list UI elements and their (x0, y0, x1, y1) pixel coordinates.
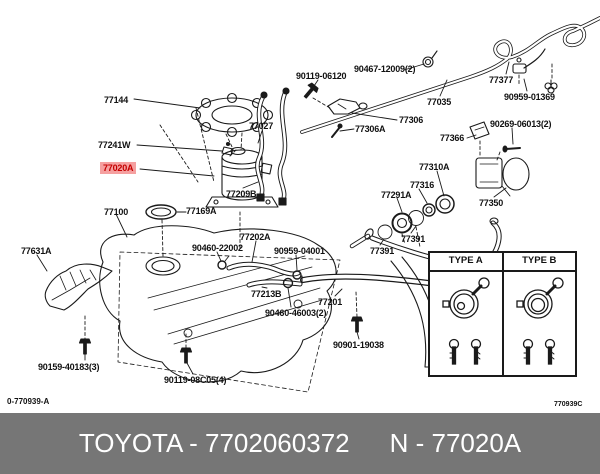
part-label-90119-08c05[interactable]: 90119-08C05(4) (164, 375, 227, 385)
part-label-77306[interactable]: 77306 (399, 115, 424, 125)
figure-code: 770939C (554, 401, 583, 408)
footer-part-number-bar: TOYOTA - 7702060372 N - 77020A (0, 413, 600, 474)
footer-part-reference: N - 77020A (389, 428, 522, 458)
type-b-cap-and-keys-illustration (516, 277, 564, 365)
part-label-77020a-highlighted[interactable]: 77020A (100, 162, 137, 174)
breather-pipes-drawing (255, 87, 290, 206)
assembly-guide-lines (84, 63, 553, 350)
part-label-77377[interactable]: 77377 (489, 75, 514, 85)
part-label-77201[interactable]: 77201 (318, 297, 343, 307)
footer-catalog-number: TOYOTA - 7702060372 (78, 428, 350, 458)
part-label-77631a[interactable]: 77631A (21, 246, 52, 256)
part-label-90460-46003[interactable]: 90460-46003(2) (265, 308, 327, 318)
fuel-tank-drawing (99, 225, 341, 393)
part-label-77366[interactable]: 77366 (440, 133, 465, 143)
part-label-90959-01369[interactable]: 90959-01369 (504, 92, 555, 102)
fuel-hose-drawing (300, 16, 600, 134)
part-label-90159-40183[interactable]: 90159-40183(3) (38, 362, 100, 372)
part-label-77027[interactable]: 77027 (249, 121, 274, 131)
hose-clamp-drawing (422, 50, 438, 68)
cap-type-comparison-box: TYPE A TYPE B (428, 251, 577, 377)
fuel-hoses-drawing (217, 255, 303, 289)
pump-gasket-drawing (145, 204, 177, 220)
part-label-90959-04001[interactable]: 90959-04001 (274, 246, 325, 256)
tank-protector-drawing (44, 263, 113, 311)
type-a-cell (430, 272, 504, 375)
label-leader-lines (36, 61, 528, 375)
part-label-77310a[interactable]: 77310A (419, 162, 450, 172)
fuel-tube-clip-drawing (221, 141, 234, 156)
part-label-77100[interactable]: 77100 (104, 207, 129, 217)
tube-bracket-drawing (327, 98, 368, 138)
filler-neck-top-drawing (469, 121, 530, 197)
part-label-77241w[interactable]: 77241W (98, 140, 131, 150)
part-label-77391-1[interactable]: 77391 (401, 234, 426, 244)
drawing-code: 0-770939-A (7, 397, 50, 406)
part-label-90901-19038[interactable]: 90901-19038 (333, 340, 384, 350)
part-label-77306a[interactable]: 77306A (355, 124, 386, 134)
part-label-77202a[interactable]: 77202A (240, 232, 271, 242)
check-valve-drawing (512, 57, 558, 94)
part-label-77169a[interactable]: 77169A (186, 206, 217, 216)
part-label-90269-06013[interactable]: 90269-06013(2) (490, 119, 552, 129)
filler-pipe-rings-drawing (349, 194, 455, 249)
part-label-77213b[interactable]: 77213B (251, 289, 282, 299)
part-label-77350[interactable]: 77350 (479, 198, 504, 208)
part-label-77144[interactable]: 77144 (104, 95, 129, 105)
part-label-77209b[interactable]: 77209B (226, 189, 257, 199)
fuel-pump-plate-drawing (190, 92, 274, 138)
part-label-77316[interactable]: 77316 (410, 180, 435, 190)
part-label-77391-2[interactable]: 77391 (370, 246, 395, 256)
type-a-cap-and-keys-illustration (442, 277, 490, 365)
part-label-77291a[interactable]: 77291A (381, 190, 412, 200)
part-label-77035[interactable]: 77035 (427, 97, 452, 107)
part-label-90460-22002[interactable]: 90460-22002 (192, 243, 243, 253)
part-label-90119-06120[interactable]: 90119-06120 (296, 71, 347, 81)
part-label-90467-12009[interactable]: 90467-12009(2) (354, 64, 416, 74)
type-b-header: TYPE B (522, 255, 557, 266)
type-b-cell (504, 272, 576, 375)
type-a-header: TYPE A (430, 253, 504, 270)
